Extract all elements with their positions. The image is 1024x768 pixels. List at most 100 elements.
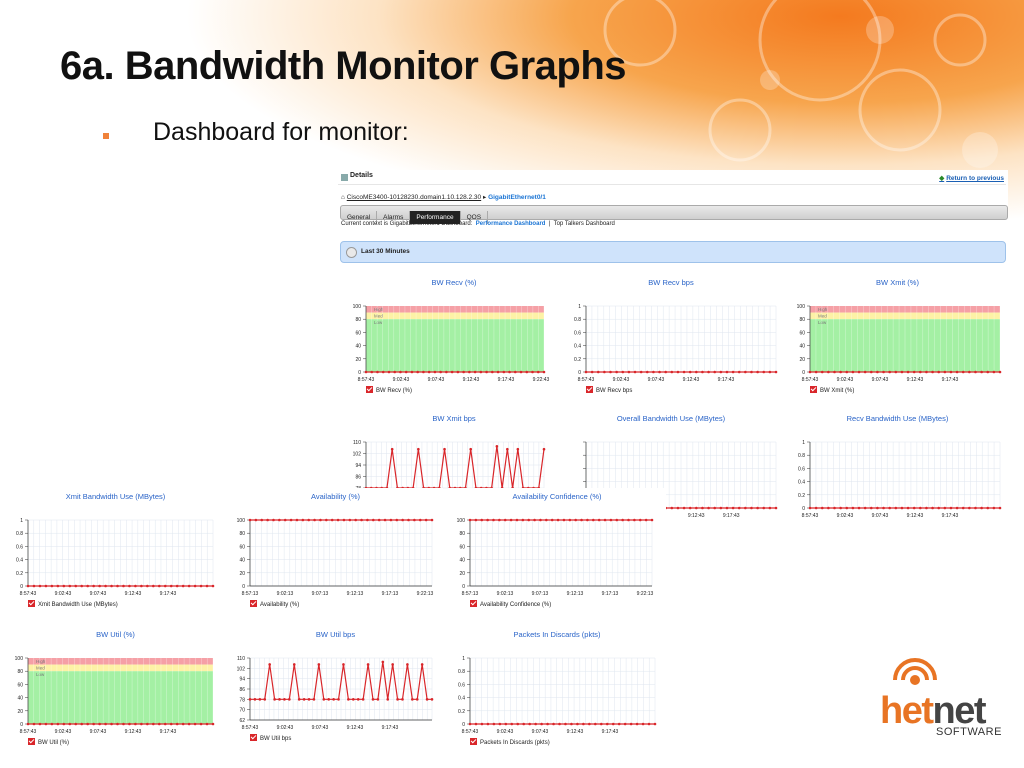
chart-legend[interactable]: BW Recv (%) (366, 386, 412, 394)
data-point (199, 584, 203, 588)
data-point (330, 518, 334, 522)
data-point (80, 722, 84, 726)
legend-checkbox[interactable] (810, 386, 817, 393)
data-point (906, 370, 910, 374)
legend-checkbox[interactable] (250, 734, 257, 741)
data-point (411, 698, 414, 701)
data-point (556, 518, 560, 522)
data-point (570, 722, 573, 726)
data-point (509, 518, 513, 522)
data-point (74, 584, 78, 588)
chart-legend[interactable]: BW Recv bps (586, 386, 632, 394)
chart-legend[interactable]: BW Util bps (250, 734, 291, 742)
data-point (522, 722, 526, 726)
data-point (756, 370, 759, 374)
data-point (140, 584, 143, 588)
data-point (876, 506, 879, 510)
data-point (26, 722, 30, 726)
data-point (627, 518, 630, 522)
data-point (774, 506, 778, 510)
data-point (623, 722, 627, 726)
data-point (931, 370, 934, 374)
data-point (68, 584, 72, 588)
chart-legend[interactable]: Availability Confidence (%) (470, 600, 551, 608)
legend-checkbox[interactable] (470, 738, 477, 745)
tab-performance[interactable]: Performance (410, 211, 461, 224)
data-point (525, 370, 529, 374)
data-point (552, 722, 555, 726)
data-point (906, 506, 910, 510)
time-range-bar[interactable]: Last 30 Minutes (340, 241, 1006, 263)
data-point (44, 584, 48, 588)
data-point (615, 518, 619, 522)
data-point (389, 518, 393, 522)
tab-general[interactable]: General (341, 211, 378, 224)
y-tick-label: 70 (239, 708, 245, 714)
data-point (417, 447, 420, 451)
chart-legend[interactable]: Availability (%) (250, 600, 299, 608)
breadcrumb-device-link[interactable]: CiscoME3400-10128230.domain1.10.128.2.30 (346, 194, 482, 201)
data-point (110, 722, 113, 726)
y-tick-label: 100 (15, 656, 24, 662)
data-point (356, 698, 360, 701)
return-to-previous-link[interactable]: ◆Return to previous (939, 174, 1004, 182)
chart-title: Recv Bandwidth Use (MBytes) (846, 414, 949, 423)
logo-net: net (932, 690, 987, 732)
data-point (313, 518, 316, 522)
x-tick-label: 8:57:43 (242, 725, 259, 731)
data-point (342, 518, 346, 522)
x-tick-label: 9:12:13 (567, 591, 584, 597)
data-point (266, 518, 269, 522)
legend-checkbox[interactable] (586, 386, 593, 393)
chart-legend[interactable]: Xmit Bandwidth Use (MBytes) (28, 600, 118, 608)
y-tick-label: 100 (237, 518, 246, 524)
data-point (986, 370, 990, 374)
data-point (433, 370, 437, 374)
x-tick-label: 9:07:43 (532, 729, 549, 735)
y-tick-label: 0.6 (458, 682, 465, 688)
data-point (762, 370, 766, 374)
y-tick-label: 0.4 (798, 480, 805, 486)
chart-title: Xmit Bandwidth Use (MBytes) (65, 492, 166, 501)
legend-checkbox[interactable] (250, 600, 257, 607)
data-point (961, 370, 965, 374)
x-tick-label: 9:12:43 (125, 591, 142, 597)
breadcrumb-interface[interactable]: GigabitEthernet0/1 (488, 194, 546, 201)
data-point (586, 518, 589, 522)
tab-qos[interactable]: QOS (461, 211, 489, 224)
data-point (418, 518, 422, 522)
chart-legend[interactable]: BW Xmit (%) (810, 386, 854, 394)
data-point (617, 722, 621, 726)
data-point (169, 584, 173, 588)
data-point (725, 506, 729, 510)
y-tick-label: 0 (578, 370, 581, 376)
data-point (894, 506, 898, 510)
legend-checkbox[interactable] (28, 600, 35, 607)
details-header: Details ◆Return to previous (338, 172, 1006, 185)
chart-legend[interactable]: BW Util (%) (28, 738, 69, 746)
y-tick-label: 0.2 (16, 571, 23, 577)
data-point (621, 370, 625, 374)
data-point (974, 506, 977, 510)
data-point (32, 722, 36, 726)
data-point (468, 722, 472, 726)
data-point (248, 518, 252, 522)
top-talkers-dashboard-link[interactable]: Top Talkers Dashboard (553, 221, 615, 227)
data-point (876, 370, 879, 374)
performance-dashboard-link[interactable]: Performance Dashboard (475, 221, 546, 227)
data-point (193, 584, 197, 588)
chart-legend[interactable]: Packets In Discards (pkts) (470, 738, 550, 746)
legend-checkbox[interactable] (366, 386, 373, 393)
data-point (492, 722, 496, 726)
legend-checkbox[interactable] (28, 738, 35, 745)
data-point (485, 370, 488, 374)
back-arrow-icon: ◆ (939, 175, 945, 182)
tab-alarms[interactable]: Alarms (377, 211, 411, 224)
data-point (325, 518, 328, 522)
data-point (744, 370, 747, 374)
data-point (882, 370, 885, 374)
data-point (820, 506, 824, 510)
legend-checkbox[interactable] (470, 600, 477, 607)
